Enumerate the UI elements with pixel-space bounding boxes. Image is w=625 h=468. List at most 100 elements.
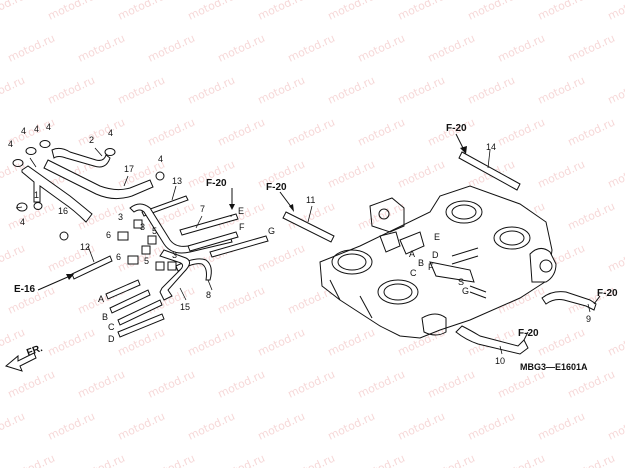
watermark-text: motod.ru (496, 452, 547, 468)
part-3: 3 (118, 212, 123, 222)
watermark-text: motod.ru (426, 368, 477, 401)
watermark-text: motod.ru (536, 158, 587, 191)
tube-a (105, 279, 141, 300)
watermark-text: motod.ru (326, 410, 377, 443)
part-1: 1 (34, 190, 39, 200)
part-4: 4 (158, 154, 163, 164)
hose-e (179, 213, 239, 236)
watermark-text: motod.ru (46, 410, 97, 443)
watermark-text: motod.ru (466, 410, 517, 443)
hose-17 (43, 159, 154, 200)
body-letter-a: A (409, 249, 415, 259)
watermark-text: motod.ru (286, 368, 337, 401)
watermark-text: motod.ru (536, 74, 587, 107)
hose-letter-c: C (108, 322, 115, 332)
part-11: 11 (306, 195, 315, 205)
part-15: 15 (180, 302, 190, 312)
ref-f20-bottom: F-20 (518, 328, 539, 339)
body-letter-f: F (428, 262, 434, 272)
part-4: 4 (20, 217, 25, 227)
watermark-text: motod.ru (76, 32, 127, 65)
watermark-text: motod.ru (536, 0, 587, 23)
ref-arrows (37, 133, 601, 341)
ref-f20-right: F-20 (597, 288, 618, 299)
front-direction-label: FR. (25, 343, 44, 359)
watermark-text: motod.ru (186, 0, 237, 23)
ref-f20-top-right: F-20 (446, 123, 467, 134)
watermark-text: motod.ru (76, 368, 127, 401)
part-2: 2 (89, 135, 94, 145)
part-7: 7 (200, 204, 205, 214)
watermark-text: motod.ru (216, 116, 267, 149)
watermark-text: motod.ru (426, 32, 477, 65)
hose-7 (129, 203, 233, 254)
watermark-text: motod.ru (0, 0, 27, 23)
part-4: 4 (46, 122, 51, 132)
part-6: 6 (116, 252, 121, 262)
leader (499, 345, 503, 355)
hose-letter-e: E (238, 206, 244, 216)
watermark-text: motod.ru (286, 116, 337, 149)
joint-3b (141, 245, 151, 255)
leader (29, 157, 37, 168)
watermark-text: motod.ru (256, 410, 307, 443)
watermark-text: motod.ru (606, 0, 625, 23)
watermark-text: motod.ru (0, 74, 27, 107)
watermark-text: motod.ru (216, 32, 267, 65)
watermark-text: motod.ru (6, 32, 57, 65)
hose-letter-a: A (98, 294, 104, 304)
watermark-text: motod.ru (116, 74, 167, 107)
watermark-text: motod.ru (6, 116, 57, 149)
clamp (25, 147, 37, 155)
part-12: 12 (80, 242, 90, 252)
part-6: 6 (106, 230, 111, 240)
joint-6 (117, 231, 129, 241)
hose-letter-g: G (268, 226, 275, 236)
tube-c (117, 299, 163, 326)
diagram-code: MBG3—E1601A (520, 362, 588, 372)
watermark-text: motod.ru (396, 0, 447, 23)
body-letter-b: B (418, 258, 424, 268)
rod-11 (282, 211, 335, 243)
part-16: 16 (58, 206, 68, 216)
part-10: 10 (495, 356, 505, 366)
body-letter-s: S (458, 277, 464, 287)
body-letter-d: D (432, 250, 439, 260)
hose-16 (21, 165, 93, 223)
watermark-text: motod.ru (146, 116, 197, 149)
clamp (16, 202, 28, 212)
watermark-text: motod.ru (116, 0, 167, 23)
hose-letter-d: D (108, 334, 115, 344)
watermark-text: motod.ru (496, 116, 547, 149)
watermark-text: motod.ru (536, 326, 587, 359)
throttle-body-assembly (319, 185, 557, 339)
body-letter-e: E (434, 232, 440, 242)
watermark-text: motod.ru (566, 452, 617, 468)
leader-lines (15, 147, 232, 301)
part-3: 3 (140, 222, 145, 232)
watermark-text: motod.ru (566, 32, 617, 65)
ref-e16: E-16 (14, 284, 36, 295)
part-5: 5 (144, 256, 149, 266)
watermark-text: motod.ru (326, 0, 377, 23)
joint-6b (127, 255, 139, 265)
joint-clip (59, 231, 69, 241)
hose-letter-f: F (239, 222, 245, 232)
hose-f (187, 231, 239, 252)
watermark-text: motod.ru (256, 242, 307, 275)
watermark-text: motod.ru (356, 32, 407, 65)
watermark-text: motod.ru (0, 410, 27, 443)
watermark-text: motod.ru (146, 452, 197, 468)
watermark-text: motod.ru (186, 410, 237, 443)
ref-f20-top-left: F-20 (206, 178, 227, 189)
watermark-text: motod.ru (216, 284, 267, 317)
watermark-text: motod.ru (536, 410, 587, 443)
watermark-text: motod.ru (356, 452, 407, 468)
watermark-text: motod.ru (286, 452, 337, 468)
watermark-text: motod.ru (0, 326, 27, 359)
watermark-text: motod.ru (116, 410, 167, 443)
watermark-text: motod.ru (606, 242, 625, 275)
tube-12 (71, 255, 113, 280)
watermark-text: motod.ru (46, 0, 97, 23)
part-4: 4 (34, 124, 39, 134)
